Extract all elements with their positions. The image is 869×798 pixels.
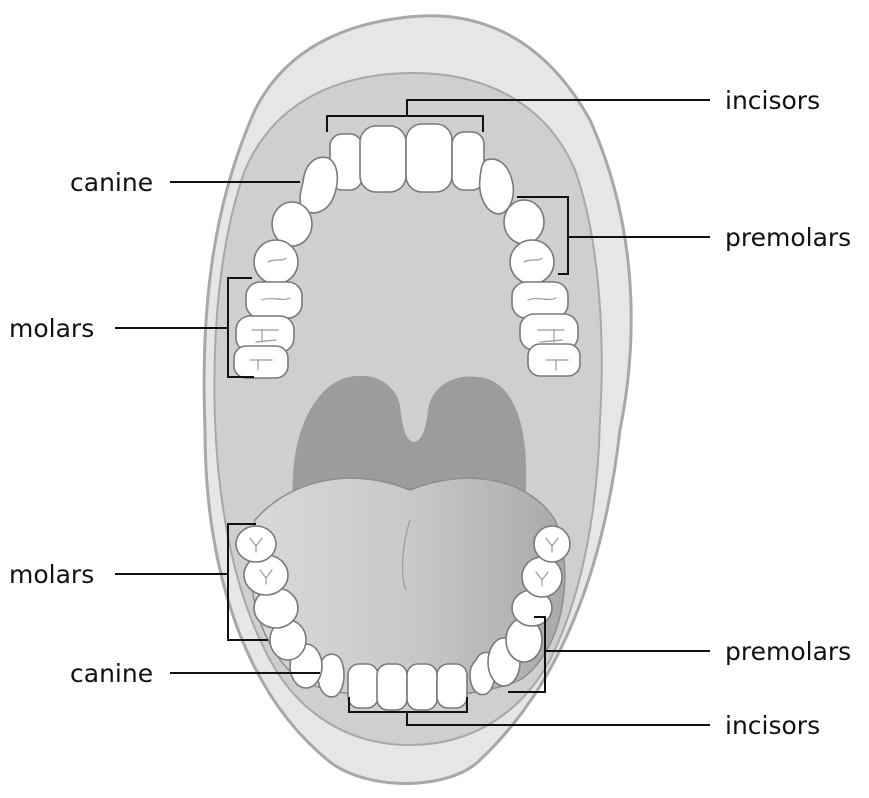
lower-molar-right-2	[522, 557, 562, 597]
label-lower-incisors: incisors	[725, 711, 820, 741]
lower-incisor-3	[407, 664, 437, 710]
upper-molar-left-1	[246, 282, 302, 318]
lower-molar-right-3	[534, 526, 570, 562]
label-lower-premolars: premolars	[725, 637, 851, 667]
label-upper-incisors: incisors	[725, 86, 820, 116]
upper-incisor-3	[406, 124, 452, 192]
upper-molar-left-3	[234, 346, 288, 378]
lower-incisor-4	[437, 664, 467, 708]
upper-premolar-right-1	[504, 200, 544, 244]
lower-molar-left-3	[236, 526, 276, 562]
label-upper-premolars: premolars	[725, 223, 851, 253]
upper-premolar-right-2	[510, 240, 554, 284]
label-upper-canine: canine	[70, 168, 153, 198]
label-lower-molars: molars	[9, 560, 94, 590]
label-lower-canine: canine	[70, 659, 153, 689]
lower-incisor-2	[377, 664, 407, 710]
upper-premolar-left-2	[254, 240, 298, 284]
lower-incisor-1	[348, 664, 378, 708]
upper-incisor-2	[360, 126, 406, 192]
upper-molar-right-1	[512, 282, 568, 318]
label-upper-molars: molars	[9, 314, 94, 344]
